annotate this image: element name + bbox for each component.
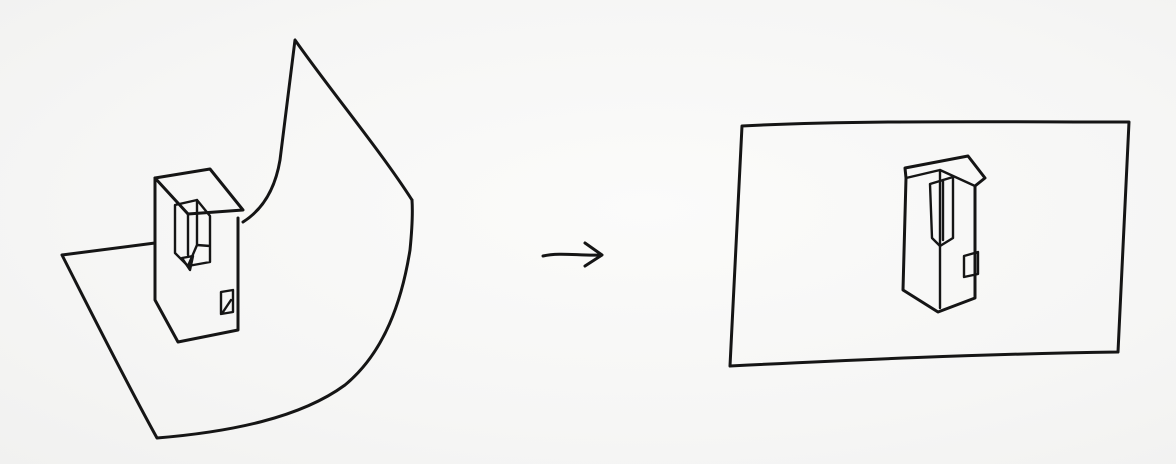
rectangular-frame [730,122,1129,366]
right-framed-scene [730,122,1129,366]
left-box-object [155,169,243,342]
right-box-recess [930,177,953,246]
right-box-object [903,156,985,312]
right-arrow [543,243,602,266]
sweep-back-wall [243,40,412,222]
right-box-edge [906,170,975,308]
left-sweep-scene [62,40,412,438]
left-box-top [155,169,243,214]
left-box-panel [221,290,233,314]
